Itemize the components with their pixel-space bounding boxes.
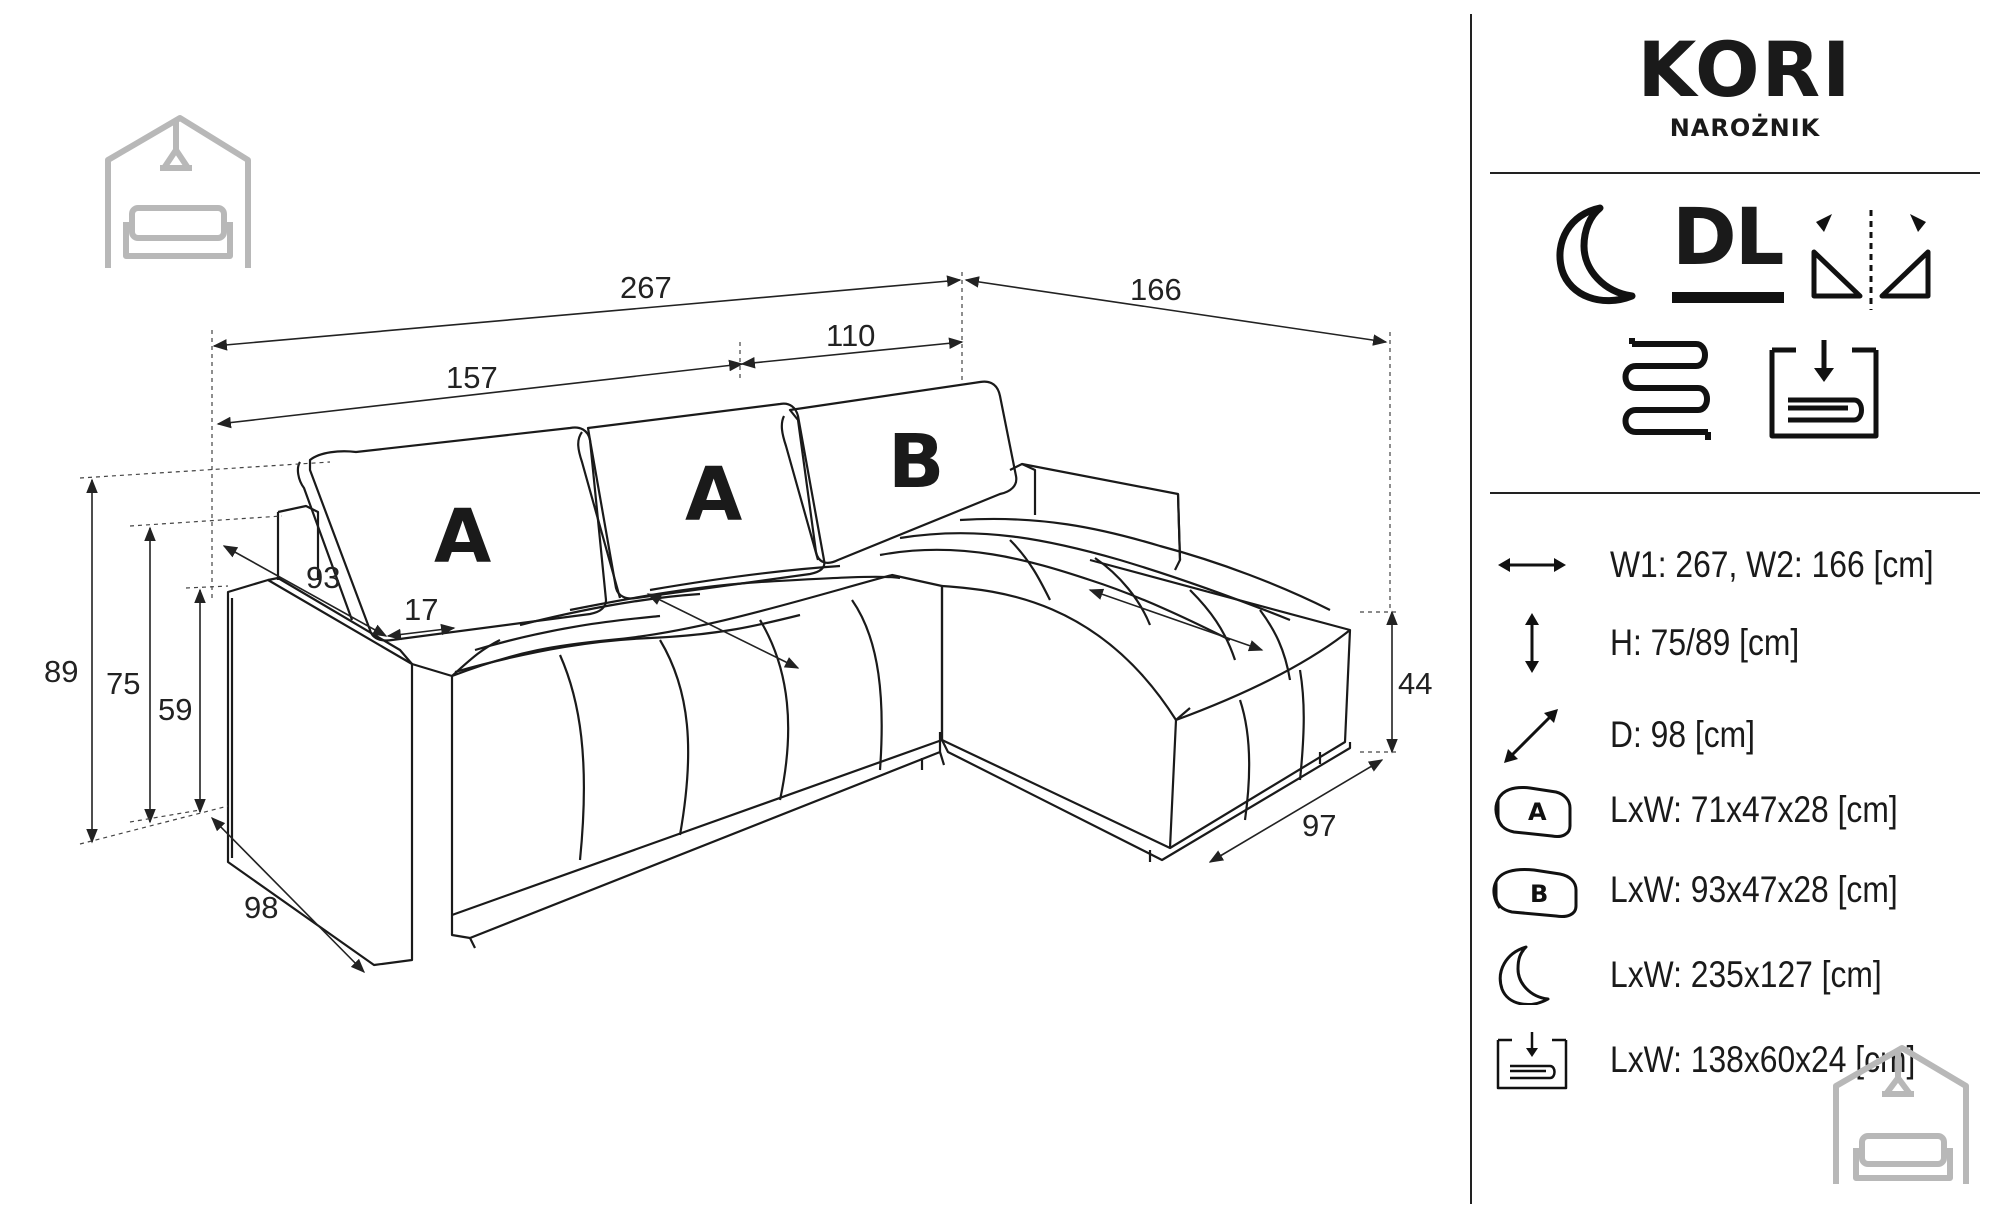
dl-underline [1672, 292, 1784, 303]
product-name: KORI [1637, 25, 1853, 114]
spec-text-cushion-b: LxW: 93x47x28 [cm] [1610, 869, 1898, 910]
spec-row-width: W1: 267, W2: 166 [cm] [1490, 535, 2000, 595]
spec-text-height: H: 75/89 [cm] [1610, 622, 1800, 663]
spec-text-cushion-a: LxW: 71x47x28 [cm] [1610, 789, 1898, 830]
spec-text-depth: D: 98 [cm] [1610, 714, 1756, 755]
watermark-house-logo-bottom [1833, 1045, 1969, 1184]
spec-text-sleeping-area: LxW: 235x127 [cm] [1610, 954, 1882, 995]
sofa-outline [226, 462, 1352, 967]
moon-icon [1498, 945, 1550, 1005]
cushion-a-badge: A [1528, 798, 1547, 826]
vertical-arrows-icon [1525, 613, 1539, 673]
cushion-b-icon: B [1492, 868, 1578, 918]
dim-top-left-segment: 157 [446, 360, 498, 395]
cushion-label-middle: A [685, 452, 742, 538]
spec-row-sleeping-area: LxW: 235x127 [cm] [1490, 945, 2000, 1005]
spring-zigzag-icon [1622, 338, 1711, 440]
dim-height-armrest: 75 [106, 666, 140, 701]
spec-row-height: H: 75/89 [cm] [1490, 613, 2000, 673]
spec-row-cushion-a: A LxW: 71x47x28 [cm] [1490, 780, 2000, 840]
cushion-a-icon: A [1494, 786, 1572, 838]
dim-height-chaise: 44 [1398, 666, 1432, 701]
extension-lines [79, 272, 1400, 845]
moon-sleep-icon [1556, 204, 1636, 305]
divider-mid [1490, 492, 1980, 494]
spec-row-depth: D: 98 [cm] [1490, 705, 2000, 765]
mirror-left-right-icon [1811, 210, 1931, 310]
product-subtitle: NAROŻNIK [1669, 114, 1821, 142]
dimension-lines [86, 275, 1398, 974]
storage-container-icon [1769, 340, 1879, 439]
cushion-label-right: B [888, 419, 944, 505]
dim-height-back: 89 [44, 654, 78, 689]
spec-text-storage: LxW: 138x60x24 [cm] [1610, 1039, 1916, 1080]
horizontal-arrows-icon [1498, 558, 1566, 572]
divider-top [1490, 172, 1980, 174]
diagonal-arrows-icon [1504, 709, 1558, 763]
storage-icon [1496, 1032, 1568, 1090]
dim-depth-chaise: 97 [1302, 808, 1336, 843]
dim-armrest-width: 17 [404, 592, 438, 627]
dim-top-total: 267 [620, 270, 672, 305]
sofa-technical-drawing: A A B [44, 115, 1432, 974]
dim-seat-depth: 93 [306, 560, 340, 595]
brand-block: KORI NAROŻNIK [1490, 25, 2000, 143]
spec-text-width: W1: 267, W2: 166 [cm] [1610, 544, 1934, 585]
dim-chaise-length: 166 [1130, 272, 1182, 307]
spec-row-storage: LxW: 138x60x24 [cm] [1490, 1030, 2000, 1090]
spec-row-cushion-b: B LxW: 93x47x28 [cm] [1490, 860, 2000, 920]
dim-height-seat: 59 [158, 692, 192, 727]
panel-divider [1470, 14, 1472, 1204]
dl-orientation-badge: DL [1672, 193, 1784, 283]
cushion-label-left: A [434, 494, 491, 580]
watermark-house-logo [105, 115, 251, 268]
cushion-b-badge: B [1530, 880, 1548, 908]
dim-depth-left: 98 [244, 890, 278, 925]
dim-top-right-segment: 110 [826, 318, 875, 353]
